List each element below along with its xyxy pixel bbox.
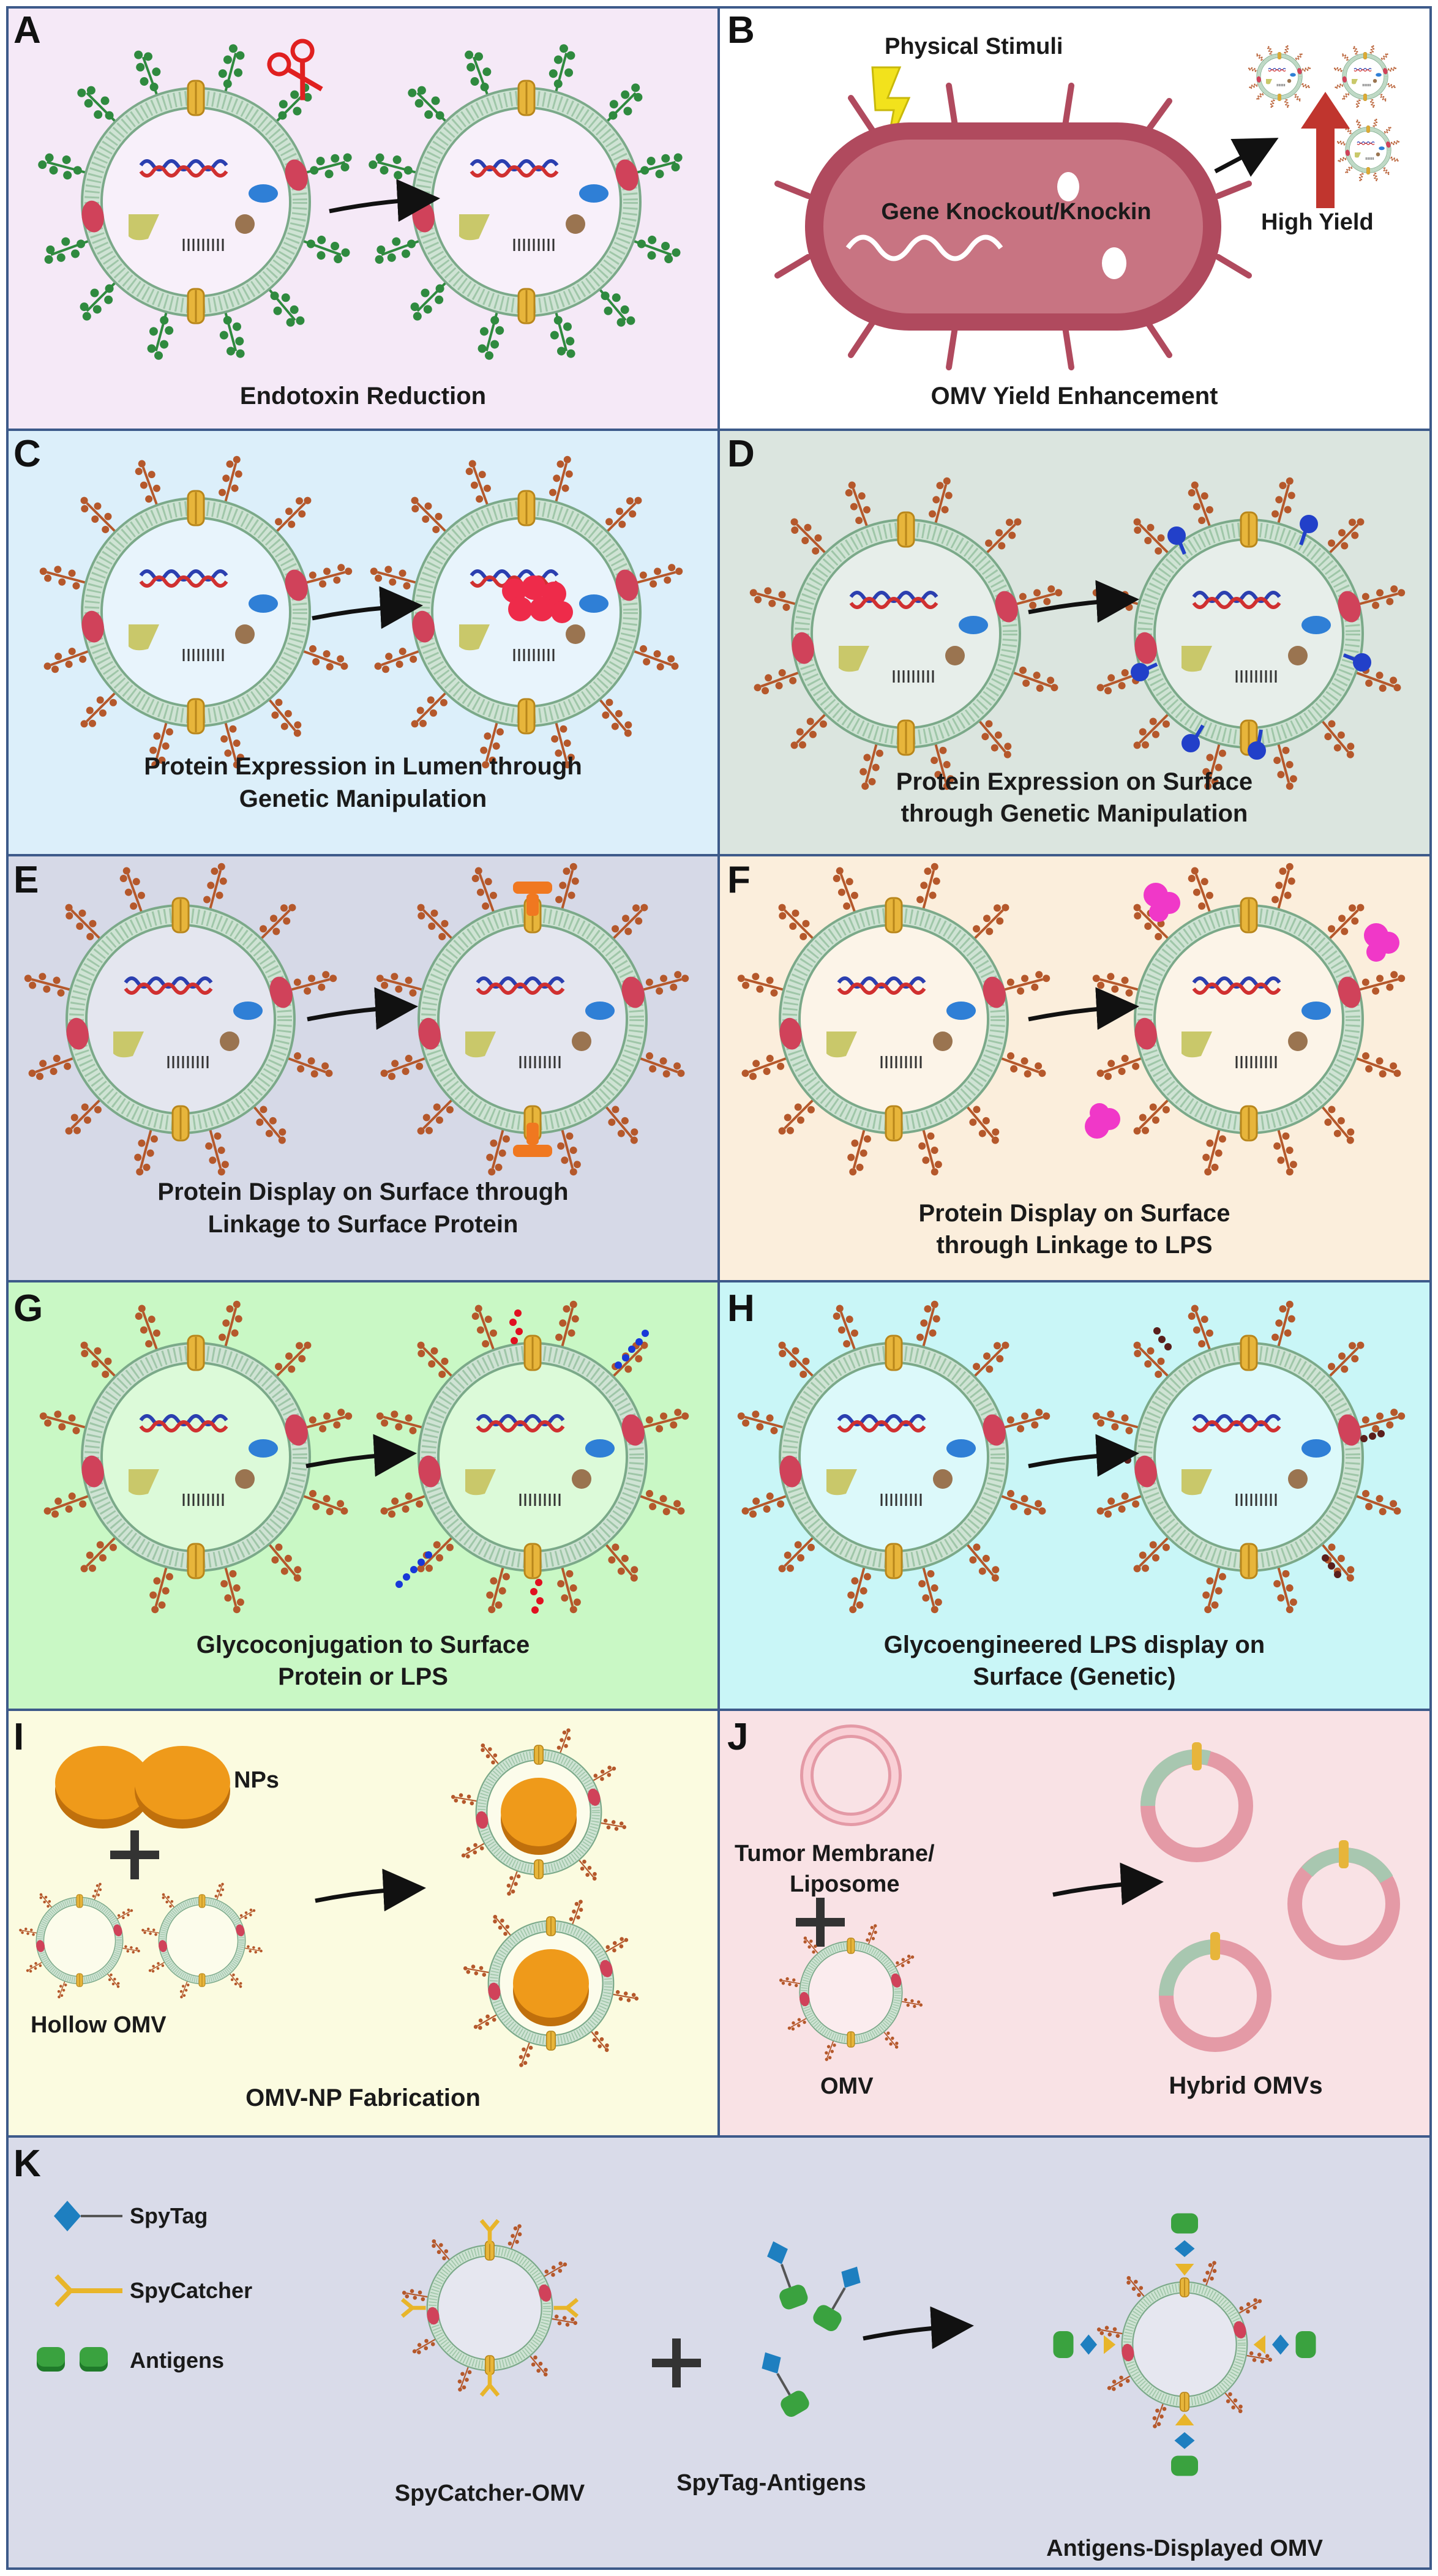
caption-e-line1: Protein Display on Surface through — [157, 1178, 568, 1205]
panel-d: D Protein Expression on Surface through … — [727, 433, 1407, 827]
stimuli-label: Physical Stimuli — [885, 34, 1063, 59]
plus-sign — [652, 2338, 701, 2387]
omv-np-products — [451, 1727, 640, 2069]
plus-sign — [110, 1830, 159, 1879]
antigen-icon — [37, 2347, 108, 2372]
panel-letter-f: F — [727, 859, 751, 901]
panel-h: H Glycoengineered LPS display on Surface… — [727, 1287, 1407, 1690]
caption-h-line1: Glycoengineered LPS display on — [884, 1631, 1265, 1658]
caption-g-line1: Glycoconjugation to Surface — [197, 1631, 530, 1658]
hybrid-omvs — [1140, 1742, 1400, 2052]
nps-label: NPs — [234, 1767, 279, 1793]
lps-linked-protein — [1085, 883, 1399, 1139]
panel-letter-b: B — [727, 9, 755, 51]
panel-g: G Glycoconjugation to Surface Protein or… — [13, 1287, 691, 1690]
yield-label: High Yield — [1261, 209, 1374, 235]
panel-f: F Protein Display on Surface through Lin… — [727, 859, 1407, 1259]
caption-f-line1: Protein Display on Surface — [918, 1200, 1230, 1227]
antigen-displayed-omv — [1053, 2213, 1316, 2476]
hollow-omv-label: Hollow OMV — [31, 2012, 167, 2038]
panel-letter-a: A — [13, 9, 41, 51]
spycatcher-legend-label: SpyCatcher — [130, 2278, 252, 2303]
engineered-lps — [1107, 1327, 1385, 1578]
panel-letter-c: C — [13, 433, 41, 475]
bacterium — [774, 83, 1252, 370]
omv-label: OMV — [820, 2073, 874, 2099]
gene-label: Gene Knockout/Knockin — [881, 199, 1151, 225]
spycatcher-omv-label: SpyCatcher-OMV — [395, 2481, 585, 2506]
panel-a: A Endotoxin Reduction — [13, 9, 686, 410]
spytag-icon — [54, 2201, 81, 2231]
panel-e: E Protein Display on Surface through Lin… — [13, 859, 691, 1238]
panel-letter-h: H — [727, 1287, 755, 1330]
panel-letter-i: I — [13, 1716, 24, 1758]
panel-b: B Physical Stimuli Gene Knockout/Knockin… — [727, 9, 1400, 410]
panel-letter-e: E — [13, 859, 39, 901]
antigens-legend-label: Antigens — [130, 2348, 224, 2373]
caption-c-line1: Protein Expression in Lumen through — [144, 753, 582, 780]
tumor-label-line2: Liposome — [790, 1871, 899, 1897]
spycatcher-icon — [54, 2274, 122, 2307]
panel-letter-g: G — [13, 1287, 43, 1330]
caption-d-line1: Protein Expression on Surface — [896, 768, 1253, 795]
scissors-icon — [267, 39, 323, 100]
panel-c: C Protein Expression in Lumen through Ge… — [13, 433, 685, 812]
tumor-membrane — [800, 1724, 902, 1826]
spycatcher-omv — [400, 2218, 579, 2397]
lumen-protein — [502, 575, 573, 623]
panel-i: I NPs Hollow OMV OMV-NP Fabrication — [13, 1716, 639, 2111]
panel-k: K SpyTag SpyCatcher Antigens — [13, 2143, 1324, 2561]
caption-f-line2: through Linkage to LPS — [936, 1232, 1212, 1259]
caption-h-line2: Surface (Genetic) — [973, 1663, 1175, 1690]
arrow-b — [1214, 138, 1279, 177]
caption-b: OMV Yield Enhancement — [931, 383, 1218, 410]
fusion-protein — [513, 882, 552, 1157]
tumor-label-line1: Tumor Membrane/ — [735, 1841, 935, 1866]
panel-letter-d: D — [727, 433, 755, 475]
glycan-chains — [395, 1309, 649, 1614]
panel-letter-j: J — [727, 1716, 748, 1758]
caption-e-line2: Linkage to Surface Protein — [208, 1211, 519, 1238]
hybrid-label: Hybrid OMVs — [1169, 2072, 1322, 2099]
caption-g-line2: Protein or LPS — [278, 1663, 448, 1690]
spytag-legend-label: SpyTag — [130, 2203, 208, 2228]
caption-a: Endotoxin Reduction — [240, 383, 486, 410]
plus-sign — [796, 1898, 845, 1947]
caption-i: OMV-NP Fabrication — [245, 2084, 481, 2111]
antigens-displayed-label: Antigens-Displayed OMV — [1046, 2536, 1323, 2561]
caption-d-line2: through Genetic Manipulation — [901, 800, 1248, 827]
nanoparticles — [55, 1746, 230, 1829]
panel-letter-k: K — [13, 2143, 41, 2185]
legend: SpyTag SpyCatcher Antigens — [37, 2201, 252, 2373]
up-arrow — [1301, 92, 1350, 208]
panel-j: J Tumor Membrane/ Liposome OMV — [727, 1716, 1400, 2099]
surface-protein — [1131, 515, 1371, 760]
spytag-antigens-label: SpyTag-Antigens — [676, 2470, 866, 2496]
spytag-antigens — [762, 2241, 861, 2417]
caption-c-line2: Genetic Manipulation — [239, 785, 487, 812]
